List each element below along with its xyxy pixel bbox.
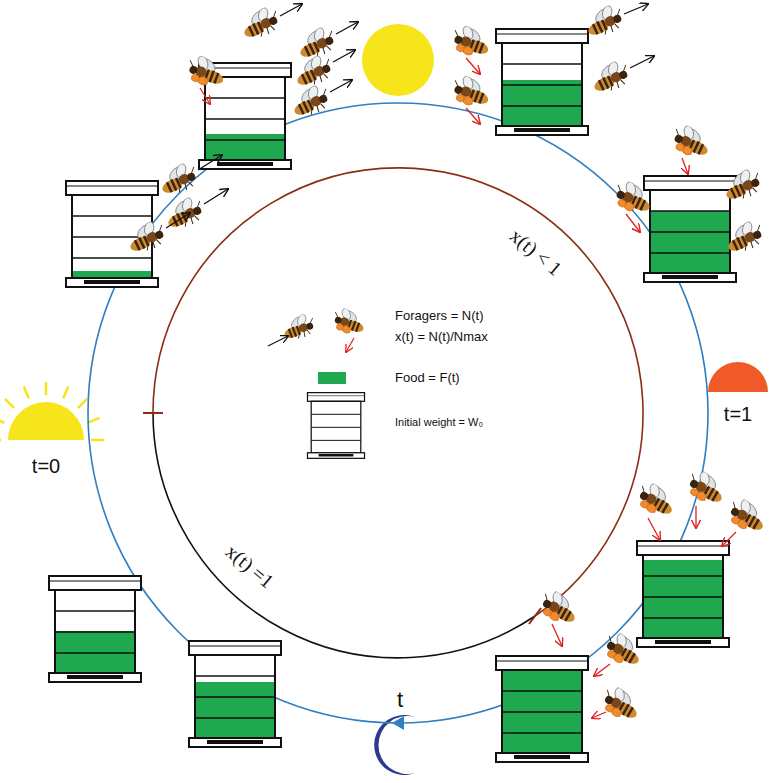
legend-text: Initial weight = W₀ <box>395 416 483 428</box>
sun-ray <box>91 439 104 442</box>
sun-ray <box>24 386 29 398</box>
time-label: t=1 <box>724 403 752 425</box>
legend-text: Food = F(t) <box>395 371 460 385</box>
phase-label: x(t) < 1 <box>506 224 566 280</box>
sun-ray <box>0 418 4 423</box>
legend-text: x(t) = N(t)/Nmax <box>395 330 488 344</box>
sun-ray <box>88 418 100 423</box>
sun-ray <box>5 399 14 408</box>
sun-ray <box>78 399 87 408</box>
phase-label: x(t) =1 <box>222 540 278 592</box>
time-label: t <box>397 688 403 712</box>
food-swatch <box>318 372 346 384</box>
sun-ray <box>45 382 48 395</box>
legend-text: Foragers = N(t) <box>395 309 484 323</box>
sun-ray <box>63 386 68 398</box>
time-label: t=0 <box>32 455 60 477</box>
sun-ray <box>0 439 1 442</box>
